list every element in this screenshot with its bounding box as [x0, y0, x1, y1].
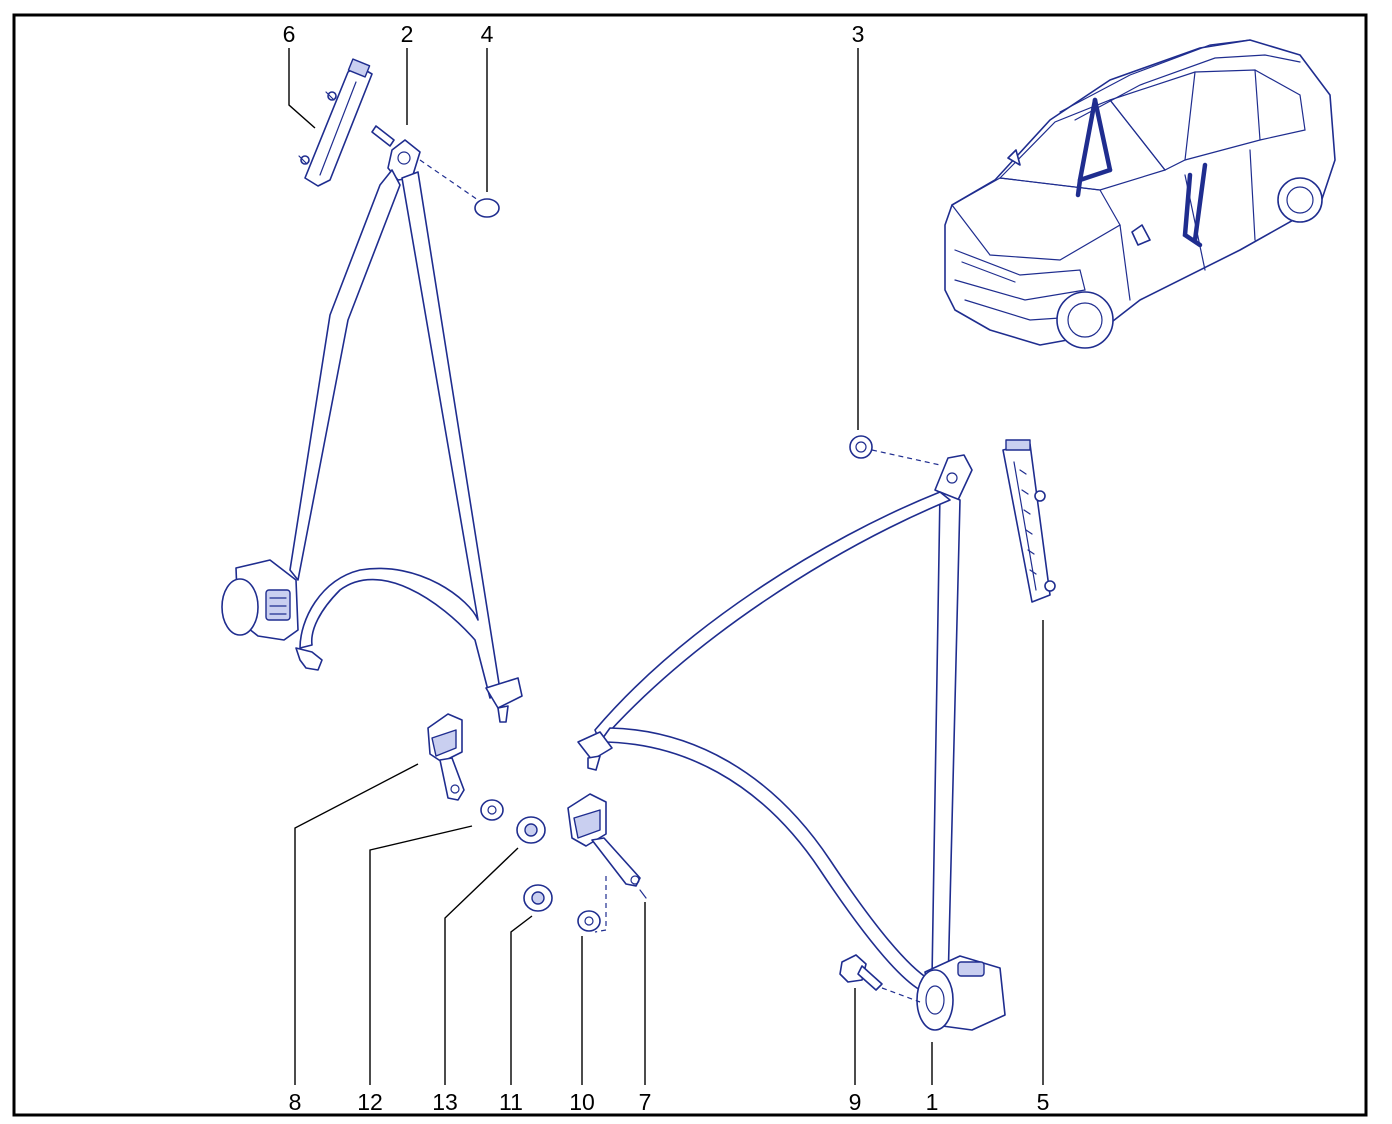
nut-11	[523, 884, 553, 912]
leader-lines	[288, 48, 1044, 1085]
buckle-7-alignment-line	[594, 876, 607, 933]
cap-right-alignment-line	[871, 449, 941, 466]
nut-13	[516, 816, 546, 844]
callout-labels: 6 2 4 3 8 12 13 11 10 7 9 1 5	[283, 21, 1050, 1115]
callout-4: 4	[481, 21, 494, 47]
callout-3: 3	[852, 21, 865, 47]
buckle-8	[427, 713, 465, 801]
bolt-9-alignment-line	[881, 987, 921, 1003]
left-belt-assembly	[221, 58, 523, 723]
retractor-left	[221, 559, 299, 641]
buckle-7	[567, 793, 647, 899]
callout-10: 10	[569, 1089, 595, 1115]
callout-5: 5	[1037, 1089, 1050, 1115]
washer-12	[480, 799, 504, 821]
callout-11: 11	[499, 1089, 523, 1115]
anchor-cap	[474, 198, 500, 218]
leader-6	[288, 48, 316, 129]
cap-alignment-line	[419, 159, 479, 201]
belt-webbing-right-lap	[599, 727, 931, 991]
leader-11	[510, 915, 533, 1085]
leader-13	[444, 847, 519, 1085]
upper-anchor-bolt	[371, 125, 421, 181]
height-adjuster-rail-left	[298, 58, 373, 187]
callout-12: 12	[357, 1089, 383, 1115]
lower-bolt-left	[295, 647, 323, 671]
washer-10	[577, 910, 601, 932]
height-adjuster-rail-right	[1002, 439, 1056, 603]
belt-webbing-right-shoulder	[594, 491, 951, 743]
belt-webbing-left	[289, 169, 401, 581]
callout-1: 1	[926, 1089, 939, 1115]
leader-12	[369, 825, 473, 1085]
callout-2: 2	[401, 21, 414, 47]
diagram-frame	[12, 13, 1368, 1117]
belt-webbing-left-lap	[299, 171, 501, 699]
right-belt-assembly	[577, 435, 1056, 1031]
belt-end-bracket-right	[577, 731, 613, 761]
anchor-cap-right	[849, 435, 873, 459]
belt-end-bracket-left	[485, 677, 523, 709]
callout-7: 7	[639, 1089, 652, 1115]
callout-13: 13	[432, 1089, 458, 1115]
callout-8: 8	[289, 1089, 302, 1115]
bolt-9	[839, 954, 883, 991]
callout-6: 6	[283, 21, 296, 47]
leader-8	[294, 763, 419, 1085]
retractor-right	[916, 955, 1006, 1031]
callout-9: 9	[849, 1089, 862, 1115]
belt-webbing-right	[931, 491, 961, 986]
vehicle-thumbnail	[944, 39, 1336, 349]
